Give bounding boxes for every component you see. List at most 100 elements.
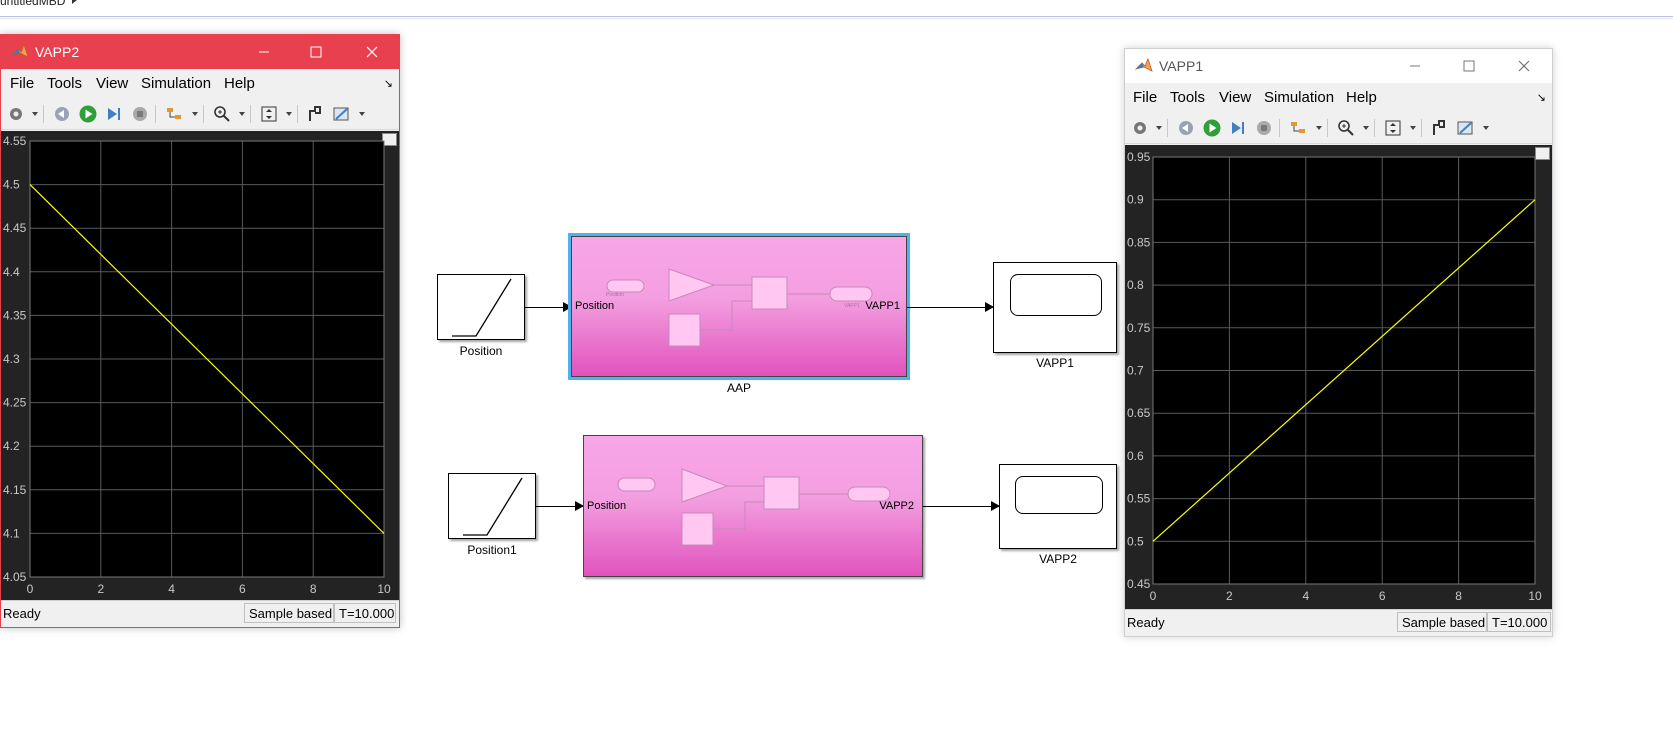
highlight-model-icon[interactable] — [1287, 117, 1309, 139]
subsystem-block-aap[interactable]: Position VAPP1 Position VAPP1 — [568, 233, 910, 380]
y-tick-label: 4.15 — [3, 483, 27, 497]
stop-icon[interactable] — [1253, 117, 1275, 139]
y-tick-label: 4.5 — [3, 178, 20, 192]
measurements-dropdown-icon[interactable] — [359, 112, 365, 116]
highlight-dropdown-icon[interactable] — [1316, 126, 1322, 130]
measurements-dropdown-icon[interactable] — [1483, 126, 1489, 130]
menu-bar: File Tools View Simulation Help ↘ — [1125, 85, 1552, 111]
x-tick-label: 2 — [97, 582, 104, 596]
subsystem-preview-icon — [606, 268, 873, 347]
menu-view[interactable]: View — [1219, 89, 1252, 106]
status-bar: Ready Sample based T=10.000 — [1125, 609, 1552, 636]
maximize-button[interactable] — [1446, 49, 1492, 83]
step-forward-icon[interactable] — [1227, 117, 1249, 139]
scope-screen-icon — [1015, 476, 1103, 514]
autoscale-icon[interactable] — [1382, 117, 1404, 139]
zoom-dropdown-icon[interactable] — [239, 112, 245, 116]
step-back-icon[interactable] — [1175, 117, 1197, 139]
measurements-icon[interactable] — [1455, 117, 1477, 139]
zoom-icon[interactable] — [1335, 117, 1357, 139]
y-tick-label: 0.85 — [1127, 235, 1151, 249]
scope-block-vapp1[interactable] — [993, 262, 1117, 353]
signal-line[interactable] — [923, 501, 1000, 511]
settings-dropdown-icon[interactable] — [32, 112, 38, 116]
sample-mode: Sample based — [1397, 612, 1487, 632]
matlab-logo-icon — [1135, 57, 1153, 72]
highlight-model-icon[interactable] — [163, 103, 185, 125]
scope-toolbar — [1125, 113, 1552, 144]
y-tick-label: 4.25 — [3, 396, 27, 410]
y-tick-label: 4.05 — [3, 570, 27, 584]
breadcrumb-model-name[interactable]: untitledMBD — [0, 0, 66, 8]
toolbar-separator — [250, 105, 251, 123]
minimize-button[interactable] — [1392, 49, 1438, 83]
close-button[interactable] — [1501, 49, 1547, 83]
subsystem-preview-icon — [617, 468, 891, 546]
undock-arrow-icon[interactable]: ↘ — [1536, 92, 1546, 104]
close-button[interactable] — [349, 35, 395, 69]
settings-dropdown-icon[interactable] — [1156, 126, 1162, 130]
scope-window-vapp2[interactable]: VAPP2 File Tools View Simulation Help ↘ — [0, 34, 400, 628]
signal-line[interactable] — [907, 302, 994, 312]
menu-file[interactable]: File — [10, 75, 35, 92]
y-tick-label: 0.6 — [1127, 449, 1144, 463]
menu-tools[interactable]: Tools — [47, 75, 83, 92]
menu-help[interactable]: Help — [224, 75, 255, 92]
matlab-logo-icon — [11, 43, 29, 58]
x-tick-label: 4 — [1302, 589, 1309, 603]
signal-line[interactable] — [536, 501, 584, 511]
stop-icon[interactable] — [129, 103, 151, 125]
ramp-block-position[interactable] — [437, 274, 525, 340]
minimize-button[interactable] — [241, 35, 287, 69]
menu-tools[interactable]: Tools — [1170, 89, 1206, 106]
step-forward-icon[interactable] — [103, 103, 125, 125]
sample-mode: Sample based — [244, 603, 334, 623]
autoscale-icon[interactable] — [258, 103, 280, 125]
highlight-dropdown-icon[interactable] — [192, 112, 198, 116]
x-tick-label: 6 — [1379, 589, 1386, 603]
toolbar-separator — [1279, 119, 1280, 137]
output-port-label: VAPP1 — [865, 300, 900, 312]
x-tick-label: 8 — [310, 582, 317, 596]
subsystem-block-2[interactable]: Position VAPP2 — [583, 435, 923, 577]
settings-gear-icon[interactable] — [5, 103, 27, 125]
triggers-icon[interactable] — [304, 103, 326, 125]
step-back-icon[interactable] — [51, 103, 73, 125]
scope-block-vapp2[interactable] — [999, 464, 1117, 549]
triggers-icon[interactable] — [1428, 117, 1450, 139]
menu-simulation[interactable]: Simulation — [1264, 89, 1335, 106]
run-play-icon[interactable] — [1201, 117, 1223, 139]
y-tick-label: 4.4 — [3, 265, 20, 279]
expand-axes-icon[interactable] — [1535, 147, 1550, 160]
signal-line[interactable] — [525, 302, 572, 312]
run-play-icon[interactable] — [77, 103, 99, 125]
maximize-button[interactable] — [293, 35, 339, 69]
toolbar-separator — [203, 105, 204, 123]
breadcrumb-arrow-icon[interactable] — [72, 0, 77, 4]
sim-time: T=10.000 — [334, 603, 396, 623]
menu-simulation[interactable]: Simulation — [141, 75, 212, 92]
editor-top-bar: untitledMBD — [0, 0, 1673, 17]
settings-gear-icon[interactable] — [1129, 117, 1151, 139]
scope-window-vapp1[interactable]: VAPP1 File Tools View Simulation Help ↘ — [1124, 48, 1553, 637]
autoscale-dropdown-icon[interactable] — [286, 112, 292, 116]
zoom-dropdown-icon[interactable] — [1363, 126, 1369, 130]
y-tick-label: 0.75 — [1127, 321, 1151, 335]
measurements-icon[interactable] — [331, 103, 353, 125]
undock-arrow-icon[interactable]: ↘ — [383, 78, 393, 90]
menu-help[interactable]: Help — [1346, 89, 1377, 106]
autoscale-dropdown-icon[interactable] — [1410, 126, 1416, 130]
scope-label: VAPP1 — [1036, 356, 1074, 370]
ramp-block-position1[interactable] — [448, 473, 536, 539]
window-title-bar[interactable]: VAPP1 — [1125, 49, 1552, 83]
expand-axes-icon[interactable] — [382, 133, 397, 146]
menu-view[interactable]: View — [96, 75, 129, 92]
zoom-icon[interactable] — [211, 103, 233, 125]
menu-file[interactable]: File — [1133, 89, 1158, 106]
y-tick-label: 0.8 — [1127, 278, 1144, 292]
window-title-bar[interactable]: VAPP2 — [1, 35, 399, 69]
y-tick-label: 0.95 — [1127, 150, 1151, 164]
plot-border — [29, 140, 385, 578]
